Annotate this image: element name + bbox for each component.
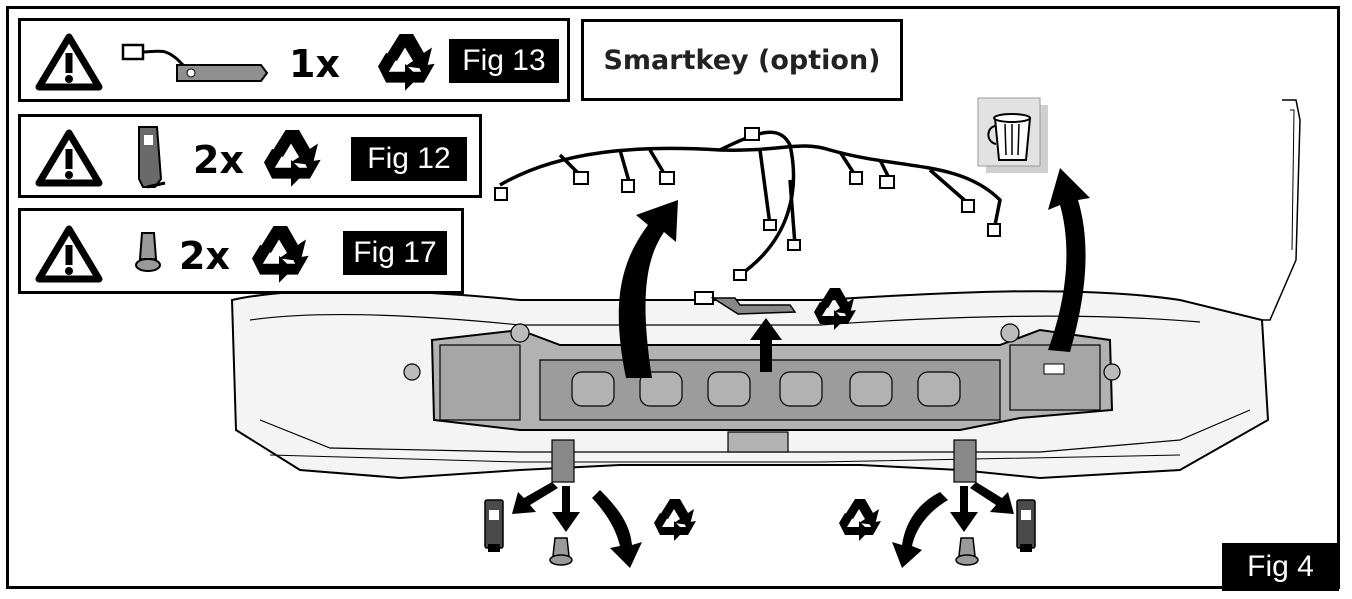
warning-triangle-icon [29, 29, 109, 93]
fig-reference: Fig 12 [351, 137, 467, 181]
recycle-icon [839, 499, 881, 541]
quantity-label: 2x [179, 234, 230, 278]
fig-reference: Fig 17 [343, 231, 447, 275]
removed-bracket-left [484, 499, 504, 553]
wire-harness-connector-icon [121, 43, 269, 82]
trash-bin-icon [977, 97, 1048, 173]
removal-arrow-icon [512, 168, 1090, 568]
warning-triangle-icon [29, 221, 109, 285]
warning-triangle-icon [29, 125, 109, 189]
recycle-icon [378, 34, 435, 91]
part-box-harness: 1x Fig 13 [18, 18, 570, 102]
removed-clip-right [955, 537, 979, 566]
figure-label: Fig 4 [1222, 543, 1339, 591]
removed-clip-left [549, 537, 573, 566]
quantity-label: 2x [193, 138, 244, 182]
push-clip-icon [135, 232, 161, 272]
recycle-icon [252, 226, 309, 283]
quantity-label: 1x [289, 42, 340, 86]
part-box-bracket: 2x Fig 12 [18, 114, 482, 198]
fig-reference: Fig 13 [449, 39, 559, 83]
wiring-harness [499, 130, 1002, 277]
page-title: Smartkey (option) [581, 19, 903, 101]
mounting-bracket-icon [138, 126, 166, 189]
smartkey-harness-part [694, 291, 797, 315]
part-box-clip: 2x Fig 17 [18, 208, 464, 294]
recycle-icon [654, 499, 696, 541]
removed-bracket-right [1016, 499, 1036, 553]
recycle-icon [264, 130, 321, 187]
diagram-frame [6, 6, 1340, 589]
